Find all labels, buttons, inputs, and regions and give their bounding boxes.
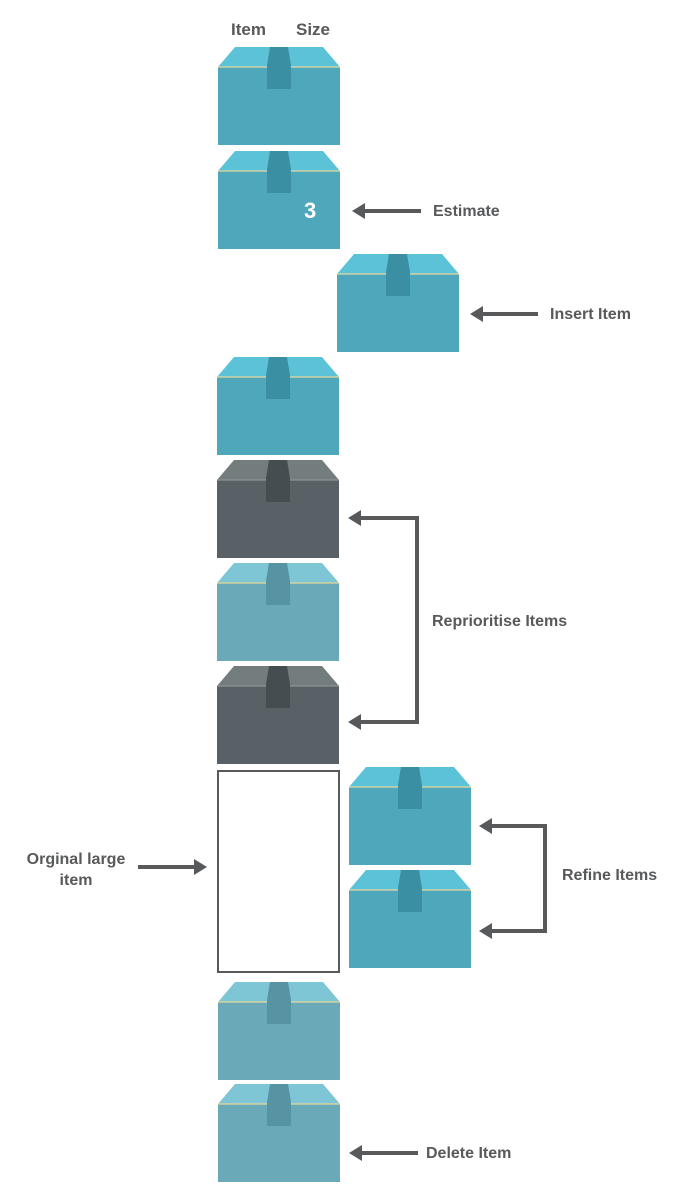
refine-bracket: [479, 818, 547, 939]
deleted-item: [217, 1083, 341, 1183]
reprioritised-item-bottom: [216, 665, 340, 765]
reprioritise-bracket: [348, 510, 419, 730]
original-large-item: [217, 770, 340, 973]
reprioritised-item-top: [216, 459, 340, 559]
estimate-arrow: [352, 203, 421, 219]
refined-item-1: [348, 766, 472, 866]
backlog-item-2: [217, 150, 341, 250]
label-delete: Delete Item: [426, 1145, 511, 1162]
inserted-item: [336, 253, 460, 353]
label-reprioritise: Reprioritise Items: [432, 613, 567, 630]
label-estimate: Estimate: [433, 203, 500, 220]
original-item-arrow: [138, 859, 207, 875]
delete-arrow: [349, 1145, 418, 1161]
refined-item-2: [348, 869, 472, 969]
header-size: Size: [296, 20, 330, 39]
label-original-line2: item: [60, 872, 93, 889]
label-insert: Insert Item: [550, 306, 631, 323]
header-item: Item: [231, 20, 266, 39]
estimate-value: 3: [304, 198, 316, 223]
label-refine: Refine Items: [562, 867, 657, 884]
backlog-item-1: [217, 46, 341, 146]
backlog-item-4: [216, 562, 340, 662]
insert-arrow: [470, 306, 538, 322]
backlog-item-5: [217, 981, 341, 1081]
label-original-line1: Orginal large: [27, 851, 126, 868]
backlog-item-3: [216, 356, 340, 456]
